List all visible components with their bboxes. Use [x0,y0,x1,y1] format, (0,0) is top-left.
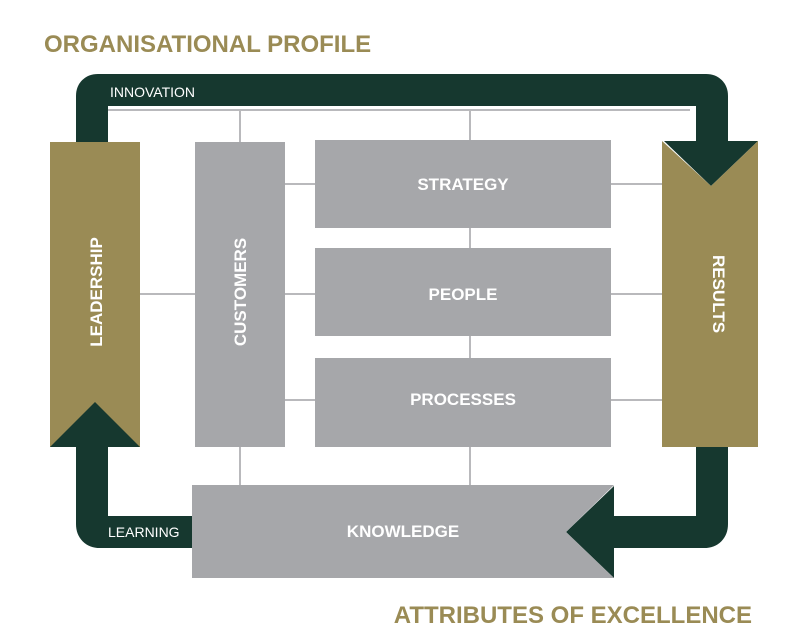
knowledge-arrowhead [566,486,614,578]
people-box [315,248,611,336]
leadership-arrow-notch [50,402,140,447]
innovation-loop-arrow [76,74,728,150]
knowledge-label: KNOWLEDGE [347,522,459,541]
strategy-label: STRATEGY [417,175,509,194]
results-to-knowledge-arrow [600,446,728,548]
learning-label: LEARNING [108,524,180,540]
connector-lines [108,109,690,485]
knowledge-box [192,485,614,578]
customers-box [195,142,285,447]
innovation-label: INNOVATION [110,84,195,100]
results-box [662,141,758,447]
customers-label: CUSTOMERS [231,238,250,346]
leadership-label: LEADERSHIP [87,237,106,347]
results-label: RESULTS [709,255,728,333]
title-attributes-of-excellence: ATTRIBUTES OF EXCELLENCE [394,602,752,629]
processes-label: PROCESSES [410,390,516,409]
learning-loop-arrow [76,440,194,548]
strategy-box [315,140,611,228]
leadership-box [50,142,140,447]
people-label: PEOPLE [429,285,498,304]
innovation-arrowhead [664,141,758,186]
processes-box [315,358,611,447]
title-organisational-profile: ORGANISATIONAL PROFILE [44,31,371,58]
